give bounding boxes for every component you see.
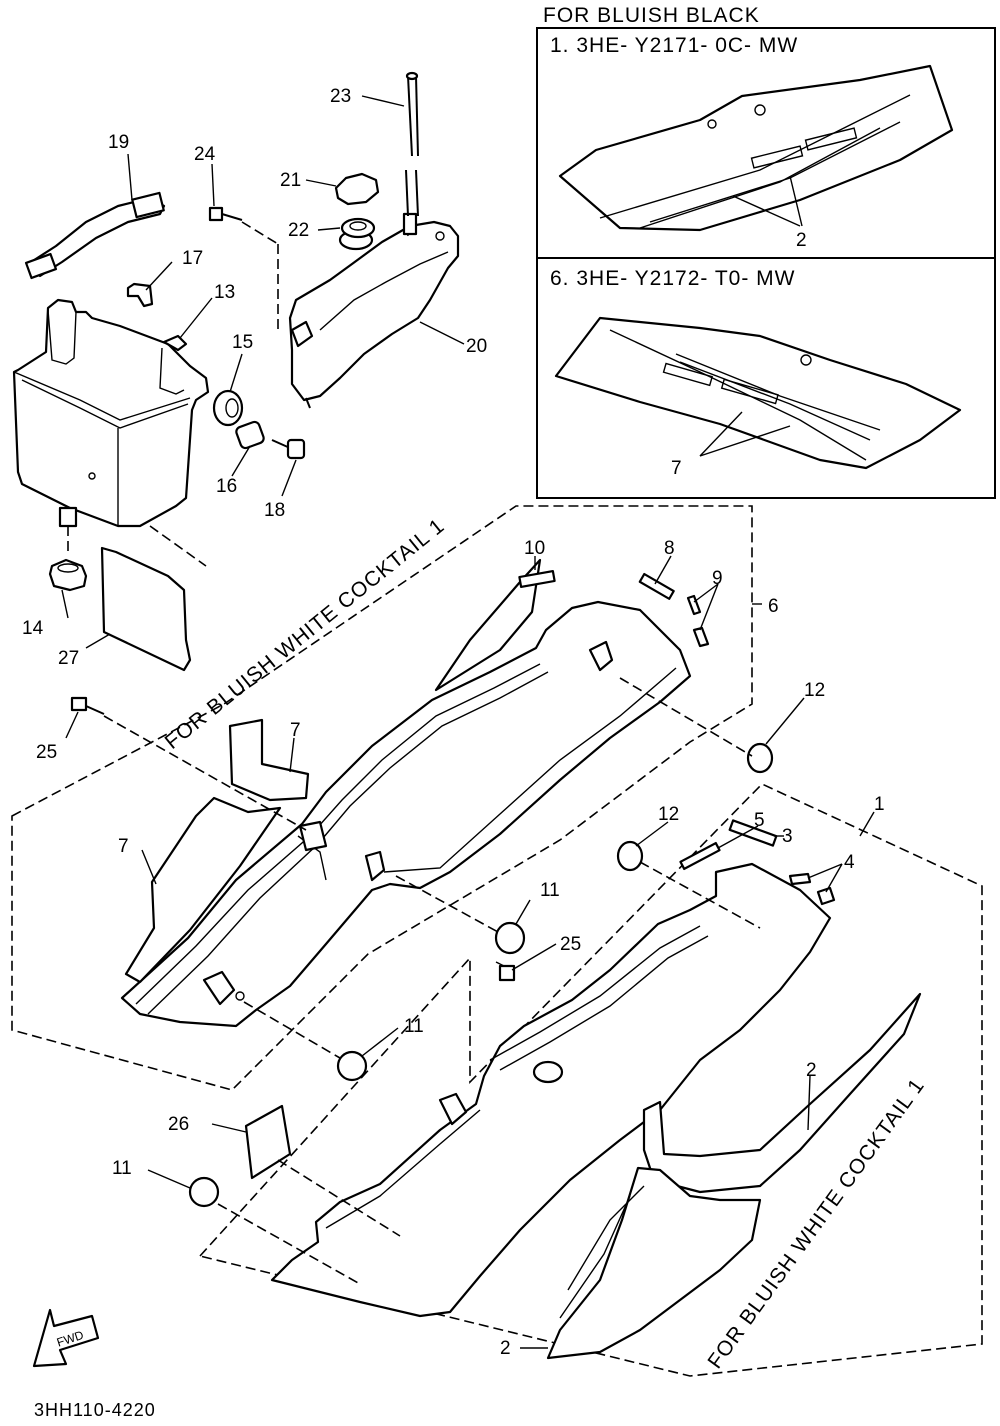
cover-1-group-outline bbox=[198, 783, 983, 1377]
callout-25-lower: 25 bbox=[560, 934, 581, 955]
collar-16 bbox=[235, 420, 265, 450]
variant-item6-callout: 7 bbox=[671, 458, 682, 479]
decal-7-upper bbox=[228, 718, 310, 802]
callout-numbers: 19 24 17 13 15 16 18 14 27 23 21 22 20 1… bbox=[22, 86, 885, 1359]
nut-9b bbox=[692, 626, 710, 648]
damper-3 bbox=[728, 819, 778, 847]
grommet-11-bottom bbox=[188, 1176, 220, 1208]
callout-6: 6 bbox=[768, 596, 779, 617]
hose-23 bbox=[405, 71, 419, 217]
decal-2-logo bbox=[546, 1166, 762, 1360]
variant-item6-cover bbox=[554, 316, 962, 470]
callout-7-left: 7 bbox=[118, 836, 129, 857]
variant-box: FOR BLUISH BLACK 1. 3HE- Y2171- 0C- MW 6… bbox=[536, 4, 996, 499]
damper-10 bbox=[518, 570, 556, 588]
callout-18: 18 bbox=[264, 500, 285, 521]
callout-12-top: 12 bbox=[804, 680, 825, 701]
callout-26: 26 bbox=[168, 1114, 189, 1135]
plate-27 bbox=[100, 546, 192, 672]
callout-27: 27 bbox=[58, 648, 79, 669]
decal-7-left bbox=[124, 796, 282, 984]
footer-code: 3HH110-4220 bbox=[34, 1400, 156, 1420]
leader-lines bbox=[61, 95, 875, 1349]
upper-cover-variant-label: FOR BLUISH WHITE COCKTAIL 1 bbox=[161, 514, 449, 754]
callout-15: 15 bbox=[232, 332, 253, 353]
bolt-18 bbox=[271, 438, 306, 460]
callout-2-stripe: 2 bbox=[806, 1060, 817, 1081]
grommet-11-mid bbox=[494, 921, 526, 955]
screw-25-upper bbox=[70, 696, 105, 715]
reserve-tank bbox=[288, 212, 460, 409]
grommet-11-lower bbox=[336, 1050, 368, 1082]
callout-20: 20 bbox=[466, 336, 487, 357]
variant-item1-label: 1. 3HE- Y2171- 0C- MW bbox=[550, 34, 798, 57]
callout-11-bottom: 11 bbox=[112, 1158, 132, 1179]
clip-5 bbox=[679, 841, 721, 871]
nut-4a bbox=[788, 872, 812, 886]
upper-side-cover bbox=[120, 558, 692, 1028]
gasket-22 bbox=[340, 217, 376, 239]
variant-item6-label: 6. 3HE- Y2172- T0- MW bbox=[550, 267, 795, 290]
lower-side-cover bbox=[270, 862, 832, 1318]
callout-13: 13 bbox=[214, 282, 235, 303]
callout-2-logo: 2 bbox=[500, 1338, 511, 1359]
variant-item1-callout: 2 bbox=[796, 230, 807, 251]
callout-24: 24 bbox=[194, 144, 216, 165]
clip-8 bbox=[638, 572, 675, 600]
callout-10: 10 bbox=[524, 538, 545, 559]
grommet-12-right bbox=[616, 840, 644, 872]
nut-4b bbox=[816, 886, 836, 906]
callout-7-upper: 7 bbox=[290, 720, 301, 741]
callout-16: 16 bbox=[216, 476, 237, 497]
cap-21 bbox=[334, 172, 380, 206]
callout-14: 14 bbox=[22, 618, 44, 639]
nut-9a bbox=[686, 594, 702, 616]
callout-17: 17 bbox=[182, 248, 203, 269]
callout-19: 19 bbox=[108, 132, 129, 153]
variant-item1-cover bbox=[558, 64, 954, 232]
callout-5: 5 bbox=[754, 810, 765, 831]
cover-6-group-outline bbox=[11, 505, 753, 1091]
callout-11-lower: 11 bbox=[404, 1016, 424, 1037]
fwd-arrow: FWD bbox=[32, 1308, 100, 1368]
callout-25-upper: 25 bbox=[36, 742, 57, 763]
callout-3: 3 bbox=[782, 826, 793, 847]
damper-14 bbox=[48, 558, 88, 592]
grommet-12-top bbox=[746, 742, 774, 774]
battery-band bbox=[24, 191, 166, 280]
callout-11-mid: 11 bbox=[540, 880, 560, 901]
callout-1: 1 bbox=[874, 794, 885, 815]
plate-26 bbox=[244, 1104, 292, 1180]
callout-4: 4 bbox=[844, 852, 855, 873]
variant-box-frame bbox=[536, 27, 996, 499]
screw-25-lower bbox=[495, 961, 516, 982]
battery-box bbox=[12, 298, 210, 528]
callout-12-right: 12 bbox=[658, 804, 679, 825]
callout-22: 22 bbox=[288, 220, 309, 241]
callout-21: 21 bbox=[280, 170, 301, 191]
damper-15 bbox=[212, 389, 244, 427]
clip-13 bbox=[162, 334, 188, 352]
bolt-24 bbox=[208, 206, 243, 222]
callout-23: 23 bbox=[330, 86, 351, 107]
callout-9: 9 bbox=[712, 568, 723, 589]
variant-box-title: FOR BLUISH BLACK bbox=[543, 4, 760, 27]
callout-8: 8 bbox=[664, 538, 675, 559]
